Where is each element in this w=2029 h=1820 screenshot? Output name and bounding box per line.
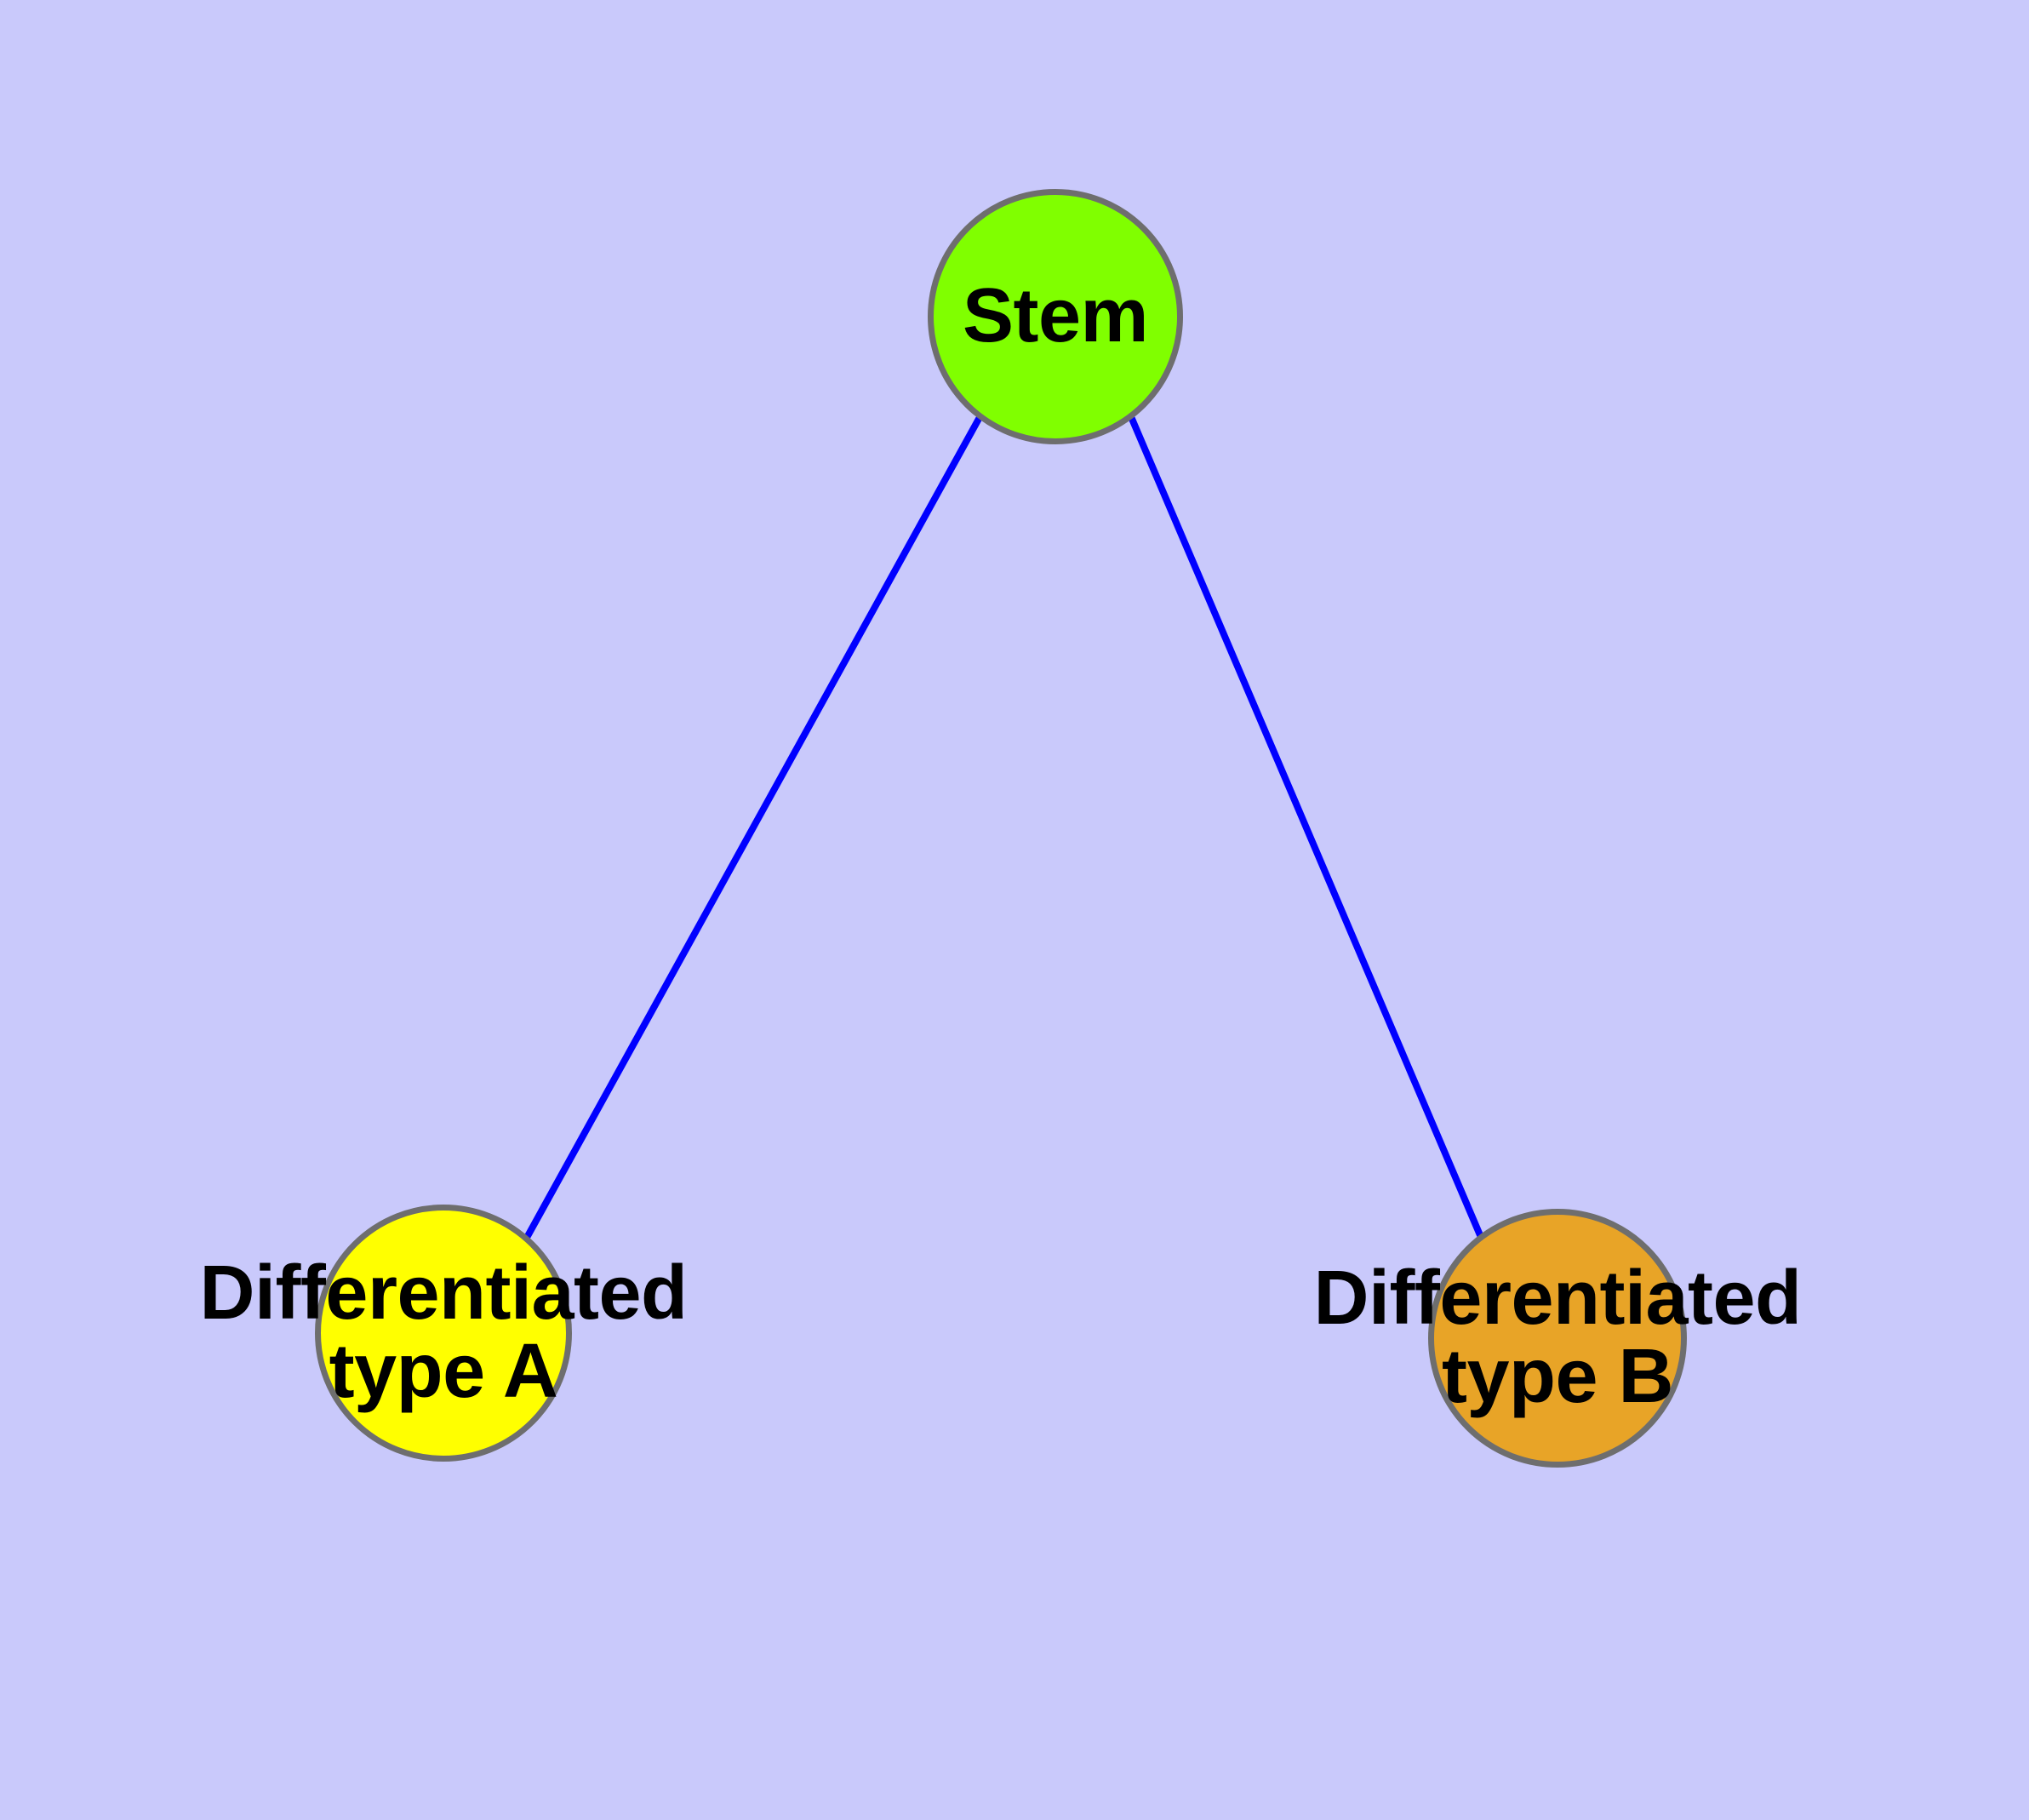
node-differentiated-type-b[interactable] xyxy=(1428,1209,1687,1468)
node-differentiated-type-a[interactable] xyxy=(315,1205,572,1462)
node-label-differentiated-type-b: Differentiated type B xyxy=(1313,1256,1802,1419)
edge-stem-to-type-a xyxy=(524,415,982,1239)
edge-stem-to-type-b xyxy=(1129,415,1486,1245)
node-stem[interactable] xyxy=(928,189,1183,444)
node-label-differentiated-type-a: Differentiated type A xyxy=(199,1251,688,1414)
node-label-stem: Stem xyxy=(962,273,1149,358)
